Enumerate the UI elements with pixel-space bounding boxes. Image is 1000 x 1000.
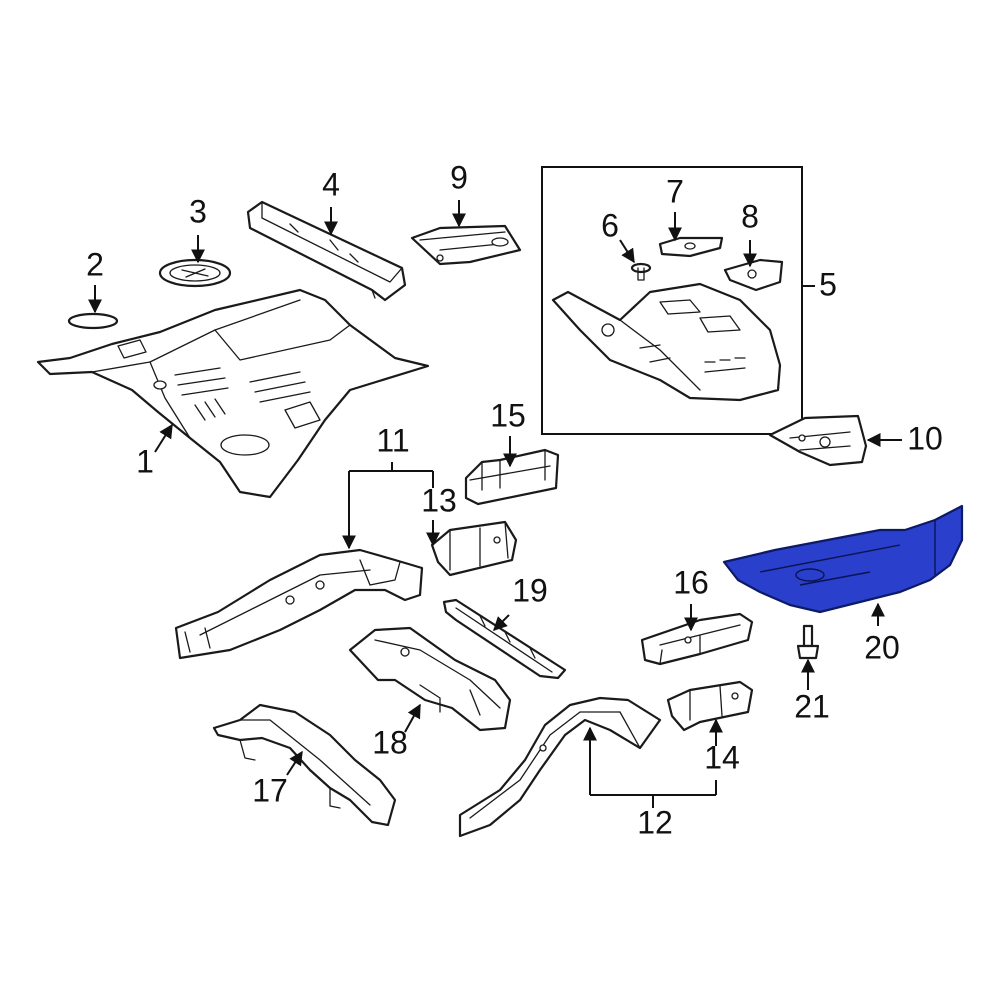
callout-16: 16 [673,564,709,600]
callout-labels: 1 2 3 4 5 6 7 8 9 10 11 12 13 14 15 16 1… [86,159,943,840]
callout-14: 14 [704,739,740,775]
part-19-brace[interactable] [442,598,567,680]
part-13-bracket[interactable] [430,520,518,577]
part-2-plug[interactable] [67,312,119,330]
part-20-shape [722,504,964,614]
part-5-spare-tire-pan [551,282,782,402]
part-12-side-member[interactable] [458,696,662,838]
callout-13: 13 [421,482,457,518]
part-6-clip [630,262,652,281]
part-21-bolt[interactable] [796,624,820,660]
leader-lines [88,200,902,808]
part-10-plate[interactable] [768,414,868,467]
callout-9: 9 [450,159,468,195]
part-11-side-member[interactable] [174,548,424,660]
callout-21: 21 [794,688,830,724]
part-15-reinforcement[interactable] [464,448,560,506]
part-3-grommet[interactable] [158,258,232,288]
callout-12: 12 [637,804,673,840]
callout-2: 2 [86,246,104,282]
part-7-bracket [658,236,724,258]
part-8-bracket [723,258,784,292]
callout-11: 11 [376,422,409,458]
callout-20: 20 [864,629,900,665]
part-9-bracket[interactable] [410,224,522,266]
callout-17: 17 [252,772,288,808]
callout-10: 10 [907,420,943,456]
part-20-highlighted-panel[interactable] [722,504,964,614]
callout-19: 19 [512,572,548,608]
callout-15: 15 [490,397,526,433]
callout-4: 4 [322,166,340,202]
callout-18: 18 [372,724,408,760]
part-18-bracket-assy[interactable] [348,626,512,732]
part-4-crossmember[interactable] [246,200,407,302]
callout-6: 6 [601,207,619,243]
part-17-bracket[interactable] [212,703,397,827]
callout-5: 5 [819,266,837,302]
callout-8: 8 [741,198,759,234]
callout-7: 7 [666,173,684,209]
part-1-rear-floor-pan[interactable] [36,288,430,499]
callout-3: 3 [189,193,207,229]
part-14-bracket[interactable] [666,680,754,732]
callout-1: 1 [136,443,154,479]
part-16-bracket[interactable] [640,612,754,666]
